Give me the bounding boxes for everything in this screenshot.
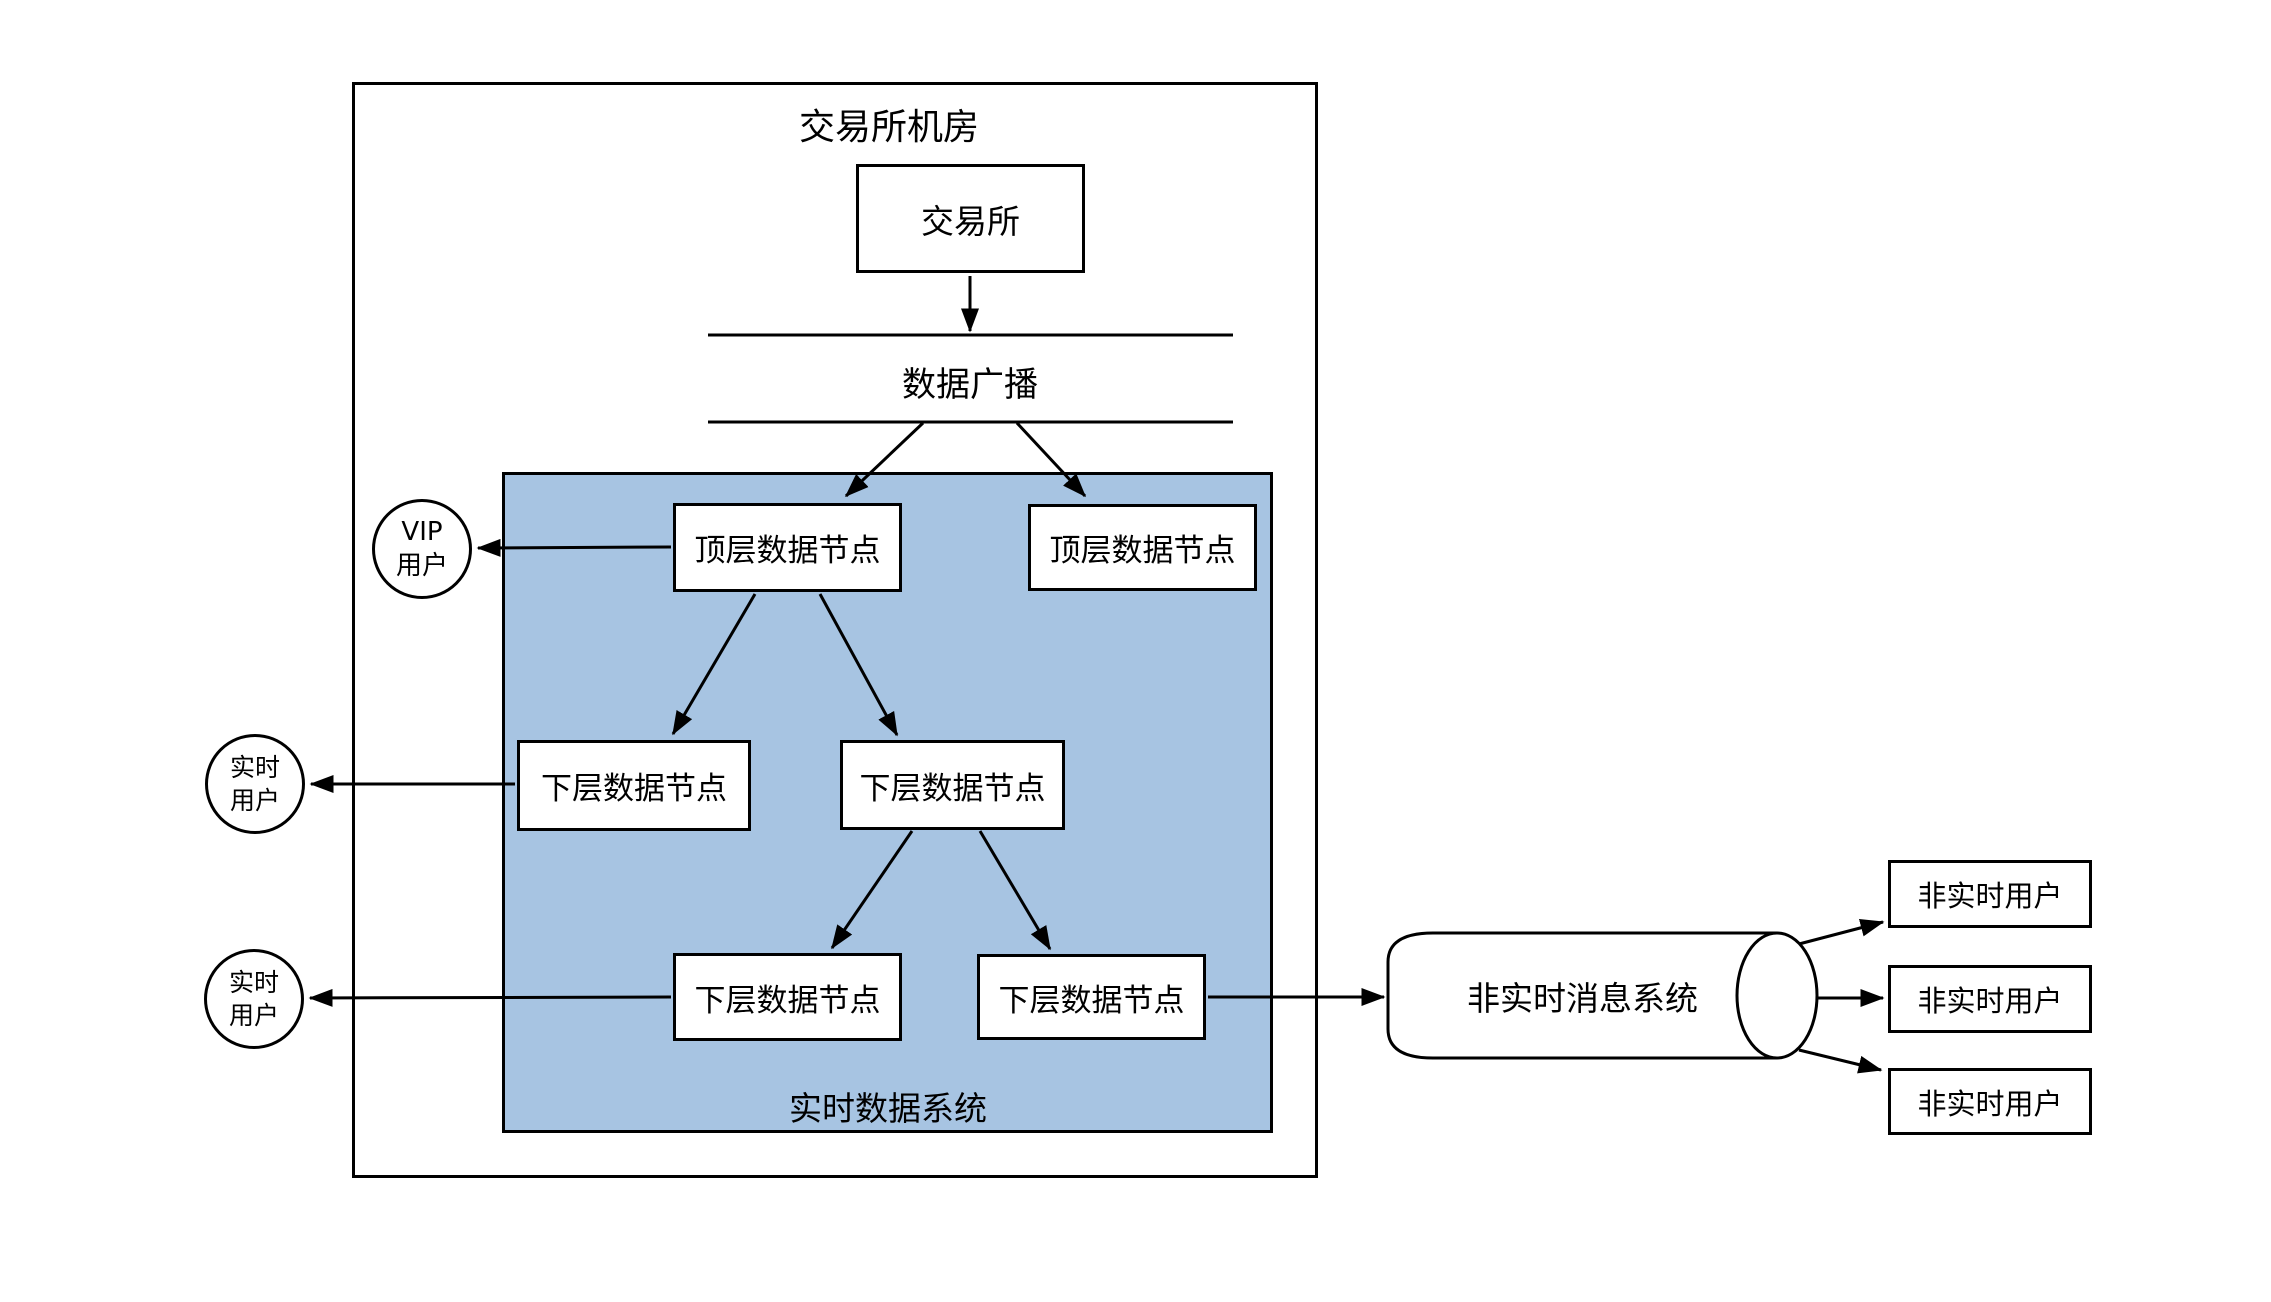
broadcast-bus-label: 数据广播 (902, 365, 1038, 405)
exchange-room-box (352, 82, 1318, 1178)
arrow-queue-to-nonrealtime-user-3 (1798, 1048, 1883, 1074)
top-data-node-2: 顶层数据节点 (1028, 504, 1257, 591)
lower-data-node-3: 下层数据节点 (673, 953, 902, 1041)
realtime-user-circle-1: 实时 用户 (205, 734, 305, 834)
realtime-system-label: 实时数据系统 (789, 1089, 987, 1128)
nonrealtime-user-box-3: 非实时用户 (1888, 1068, 2092, 1135)
lower-data-node-4: 下层数据节点 (977, 954, 1206, 1040)
nonrealtime-queue-label: 非实时消息系统 (1467, 978, 1698, 1018)
nonrealtime-user-box-1: 非实时用户 (1888, 860, 2092, 928)
realtime-user-circle-2: 实时 用户 (204, 949, 304, 1049)
top-data-node-1: 顶层数据节点 (673, 503, 902, 592)
vip-user-circle: VIP 用户 (372, 499, 472, 599)
exchange-room-title: 交易所机房 (798, 107, 979, 148)
nonrealtime-user-box-2: 非实时用户 (1888, 965, 2092, 1033)
exchange-node: 交易所 (856, 164, 1085, 273)
lower-data-node-1: 下层数据节点 (517, 740, 751, 831)
lower-data-node-2: 下层数据节点 (840, 740, 1065, 830)
arrow-queue-to-nonrealtime-user-1 (1798, 918, 1885, 946)
